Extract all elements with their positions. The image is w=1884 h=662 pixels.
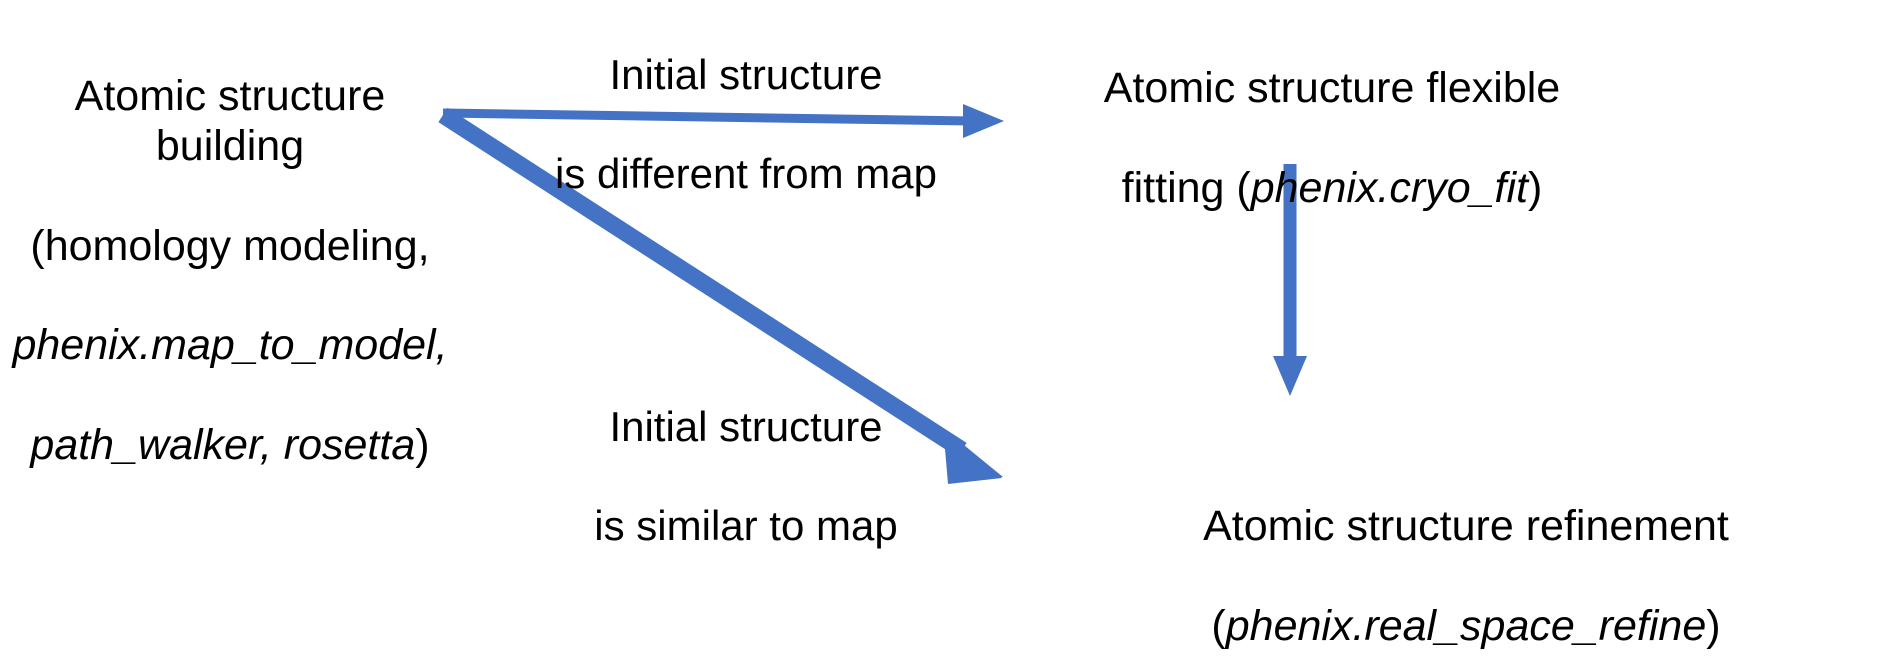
node-line: (homology modeling,	[30, 221, 430, 270]
node-line-head: (	[1211, 601, 1226, 650]
node-line: Atomic structure flexible	[1103, 63, 1561, 112]
node-line-mixed: fitting (phenix.cryo_fit)	[1072, 164, 1592, 214]
node-line-italic: phenix.map_to_model,	[12, 321, 448, 370]
edge-label-different-from-map: Initial structure is different from map	[536, 0, 956, 248]
edge-label-line: Initial structure	[609, 50, 883, 98]
node-atomic-structure-flexible-fitting: Atomic structure flexible fitting (pheni…	[1072, 14, 1592, 263]
edge-label-line: is similar to map	[594, 501, 898, 549]
node-line-tail: )	[415, 421, 430, 469]
node-line: Atomic structure building	[74, 71, 386, 170]
node-line: Atomic structure refinement	[1203, 501, 1729, 550]
node-line-italic-part: path_walker, rosetta	[30, 421, 416, 469]
node-line-tail: )	[1706, 601, 1721, 650]
node-atomic-structure-refinement: Atomic structure refinement (phenix.real…	[1048, 452, 1884, 662]
edge-label-line: is different from map	[554, 149, 938, 197]
node-atomic-structure-building: Atomic structure building (homology mode…	[0, 22, 460, 521]
node-line-italic-part: phenix.cryo_fit	[1250, 163, 1528, 212]
node-line-mixed: (phenix.real_space_refine)	[1048, 602, 1884, 652]
edge-label-line: Initial structure	[609, 402, 883, 450]
node-line-mixed: path_walker, rosetta)	[0, 421, 460, 471]
node-line-tail: )	[1527, 163, 1543, 212]
node-line-italic-part: phenix.real_space_refine	[1225, 601, 1707, 650]
node-line-head: fitting (	[1121, 163, 1251, 212]
edge-label-similar-to-map: Initial structure is similar to map	[536, 352, 956, 600]
